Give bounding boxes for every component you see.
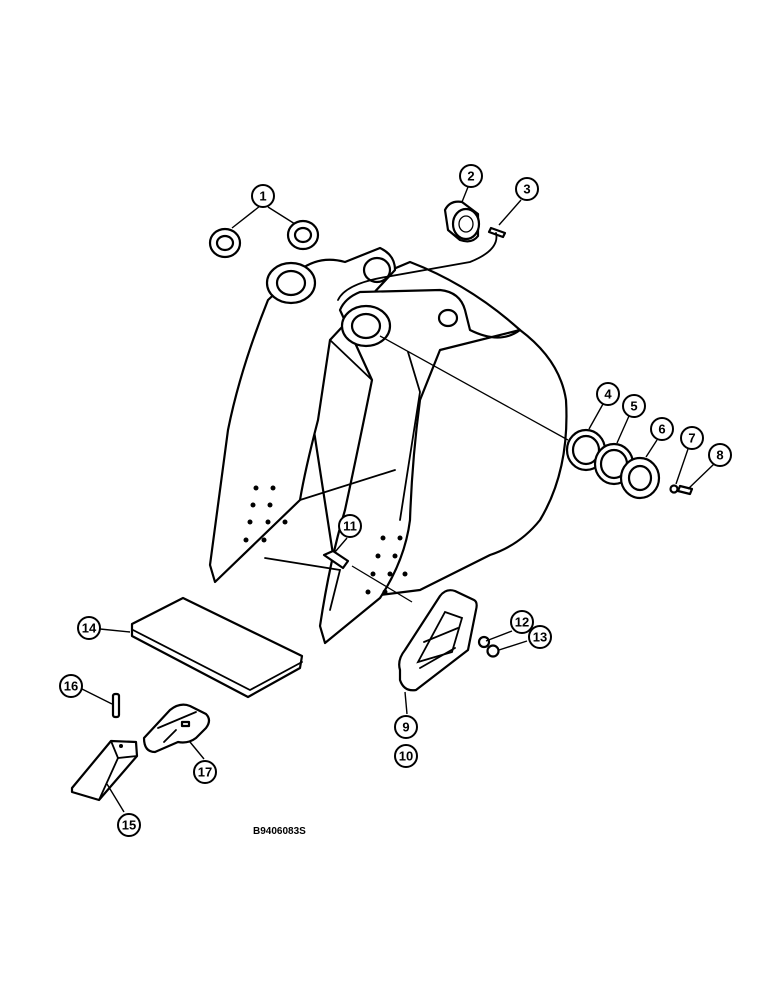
svg-text:12: 12 xyxy=(515,615,529,630)
svg-text:16: 16 xyxy=(64,679,78,694)
callout-5: 5 xyxy=(622,394,646,418)
pin-boss xyxy=(443,200,481,243)
right-plate-holes xyxy=(365,535,408,595)
bucket-body xyxy=(208,246,568,645)
callout-16: 16 xyxy=(59,674,83,698)
svg-text:10: 10 xyxy=(399,749,413,764)
cutting-edge xyxy=(130,596,304,699)
callout-11: 11 xyxy=(338,514,362,538)
bolt-axis-line xyxy=(351,565,413,603)
callout-13: 13 xyxy=(528,625,552,649)
callout-9: 9 xyxy=(394,715,418,739)
callout-15: 15 xyxy=(117,813,141,837)
callout-6: 6 xyxy=(650,417,674,441)
drawing-code: B9406083S xyxy=(253,826,306,837)
svg-text:14: 14 xyxy=(82,621,97,636)
callout-7: 7 xyxy=(680,426,704,450)
assembly-axis-line xyxy=(379,335,569,441)
callout-12: 12 xyxy=(510,610,534,634)
callout-3: 3 xyxy=(515,177,539,201)
end-cap-6 xyxy=(619,456,661,500)
svg-text:5: 5 xyxy=(630,399,637,414)
svg-text:7: 7 xyxy=(688,431,695,446)
svg-text:8: 8 xyxy=(716,448,723,463)
bushing-right xyxy=(286,219,320,251)
bolt-8 xyxy=(676,484,694,496)
tooth-tip xyxy=(70,739,139,802)
left-plate-holes xyxy=(243,485,288,543)
svg-text:15: 15 xyxy=(122,818,136,833)
leader-lines xyxy=(81,186,715,813)
svg-text:3: 3 xyxy=(523,182,530,197)
svg-text:13: 13 xyxy=(533,630,547,645)
svg-text:4: 4 xyxy=(604,387,612,402)
nut-13 xyxy=(486,644,500,658)
callout-8: 8 xyxy=(708,443,732,467)
washer-12 xyxy=(477,635,491,649)
callout-2: 2 xyxy=(459,164,483,188)
bushing-left xyxy=(208,227,242,259)
svg-text:2: 2 xyxy=(467,169,474,184)
svg-text:6: 6 xyxy=(658,422,665,437)
tooth-pin xyxy=(111,692,121,719)
svg-text:1: 1 xyxy=(259,189,266,204)
svg-text:17: 17 xyxy=(198,765,212,780)
callout-10: 10 xyxy=(394,744,418,768)
callout-17: 17 xyxy=(193,760,217,784)
grease-line xyxy=(337,232,498,301)
svg-text:11: 11 xyxy=(343,519,357,534)
side-cutter xyxy=(398,589,478,692)
bolt-11 xyxy=(322,549,350,570)
callout-1: 1 xyxy=(251,184,275,208)
svg-text:9: 9 xyxy=(402,720,409,735)
callout-4: 4 xyxy=(596,382,620,406)
washer-7 xyxy=(669,484,679,494)
cotter-pin xyxy=(487,226,507,239)
callout-14: 14 xyxy=(77,616,101,640)
tooth-adapter xyxy=(142,703,211,754)
